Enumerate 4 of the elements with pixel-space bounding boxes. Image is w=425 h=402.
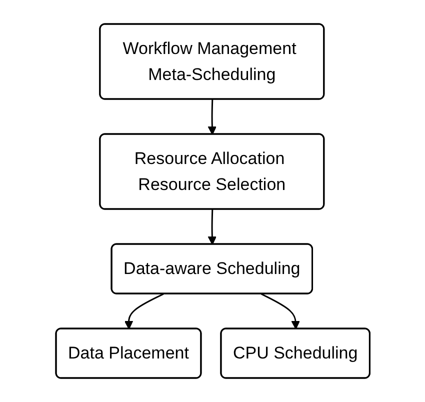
arrow: [124, 293, 164, 330]
arrow: [260, 293, 300, 330]
arrow: [207, 209, 216, 245]
arrow: [207, 99, 216, 135]
